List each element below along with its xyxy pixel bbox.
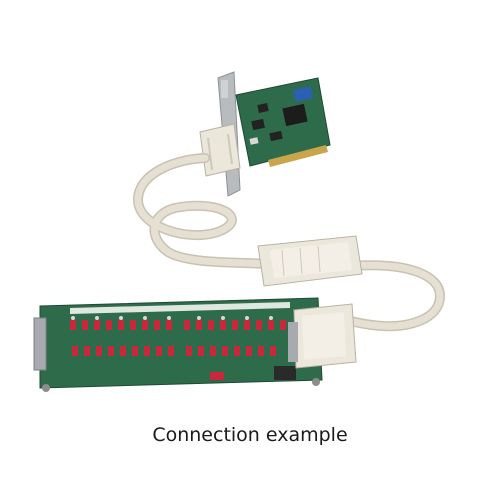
power-terminal	[274, 366, 296, 380]
pci-cable-connector	[199, 123, 241, 177]
pci-chip-large	[282, 103, 308, 127]
terminal-row-upper	[70, 320, 286, 330]
terminal-dsub-connector	[288, 303, 357, 369]
pci-edge-connector	[268, 145, 328, 167]
terminal-left-dsub	[33, 317, 47, 371]
pci-interface-board	[199, 71, 331, 197]
caption: Connection example	[152, 424, 348, 446]
terminal-block-board	[33, 297, 323, 392]
pci-pcb	[235, 77, 331, 167]
terminal-row-lower	[72, 346, 276, 356]
inline-dsub-connector	[257, 235, 363, 287]
pci-chip-blue	[292, 86, 314, 102]
